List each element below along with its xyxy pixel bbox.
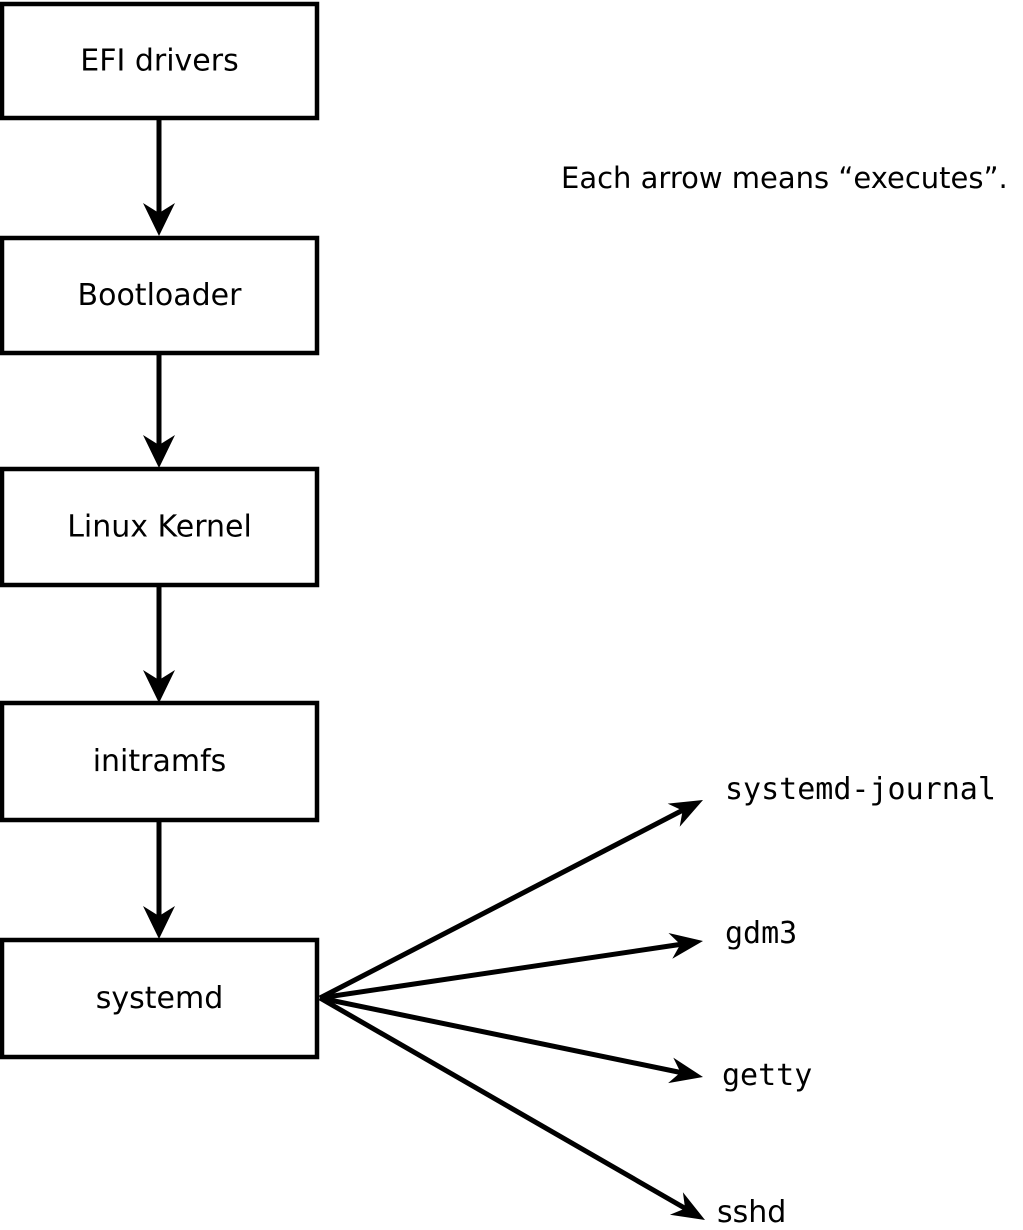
- proc-label-getty: getty: [722, 1058, 812, 1093]
- arrow-systemd-to-sshd: [318, 995, 705, 1220]
- node-label-linux-kernel: Linux Kernel: [67, 510, 252, 545]
- arrow-efi-to-bootloader: [143, 118, 175, 236]
- node-linux-kernel: Linux Kernel: [0, 466, 320, 588]
- node-label-initramfs: initramfs: [93, 744, 227, 779]
- arrow-head-icon: [668, 933, 703, 959]
- arrow-bootloader-to-kernel: [143, 353, 175, 468]
- node-box-bootloader: [0, 235, 320, 356]
- arrow-head-icon: [143, 203, 175, 236]
- node-efi-drivers: EFI drivers: [0, 1, 320, 121]
- note-text: Each arrow means “executes”.: [561, 161, 1008, 195]
- node-box-initramfs: [0, 700, 320, 823]
- arrow-kernel-to-initramfs: [143, 585, 175, 703]
- arrow-shaft: [318, 806, 687, 1001]
- node-initramfs: initramfs: [0, 700, 320, 823]
- arrow-head-icon: [669, 1192, 705, 1220]
- arrow-head-icon: [143, 670, 175, 703]
- arrow-shaft: [319, 995, 684, 1076]
- arrow-systemd-to-gdm3: [319, 933, 703, 1001]
- arrow-head-icon: [667, 800, 703, 827]
- arrow-shaft: [319, 941, 684, 1001]
- proc-label-systemd-journal: systemd-journal: [725, 772, 996, 807]
- node-label-efi-drivers: EFI drivers: [80, 44, 238, 79]
- proc-label-sshd: sshd: [717, 1195, 786, 1230]
- node-systemd: systemd: [0, 937, 320, 1060]
- node-box-systemd: [0, 937, 320, 1060]
- arrow-head-icon: [143, 435, 175, 468]
- arrow-systemd-to-getty: [319, 995, 703, 1084]
- node-bootloader: Bootloader: [0, 235, 320, 356]
- arrow-initramfs-to-systemd: [143, 820, 175, 939]
- arrow-head-icon: [668, 1057, 703, 1084]
- node-label-bootloader: Bootloader: [78, 278, 243, 313]
- node-label-systemd: systemd: [96, 981, 224, 1016]
- arrow-head-icon: [143, 906, 175, 939]
- node-box-efi-drivers: [0, 1, 320, 121]
- arrow-shaft: [318, 995, 690, 1213]
- proc-label-gdm3: gdm3: [725, 916, 797, 951]
- arrow-systemd-to-journal: [318, 800, 703, 1001]
